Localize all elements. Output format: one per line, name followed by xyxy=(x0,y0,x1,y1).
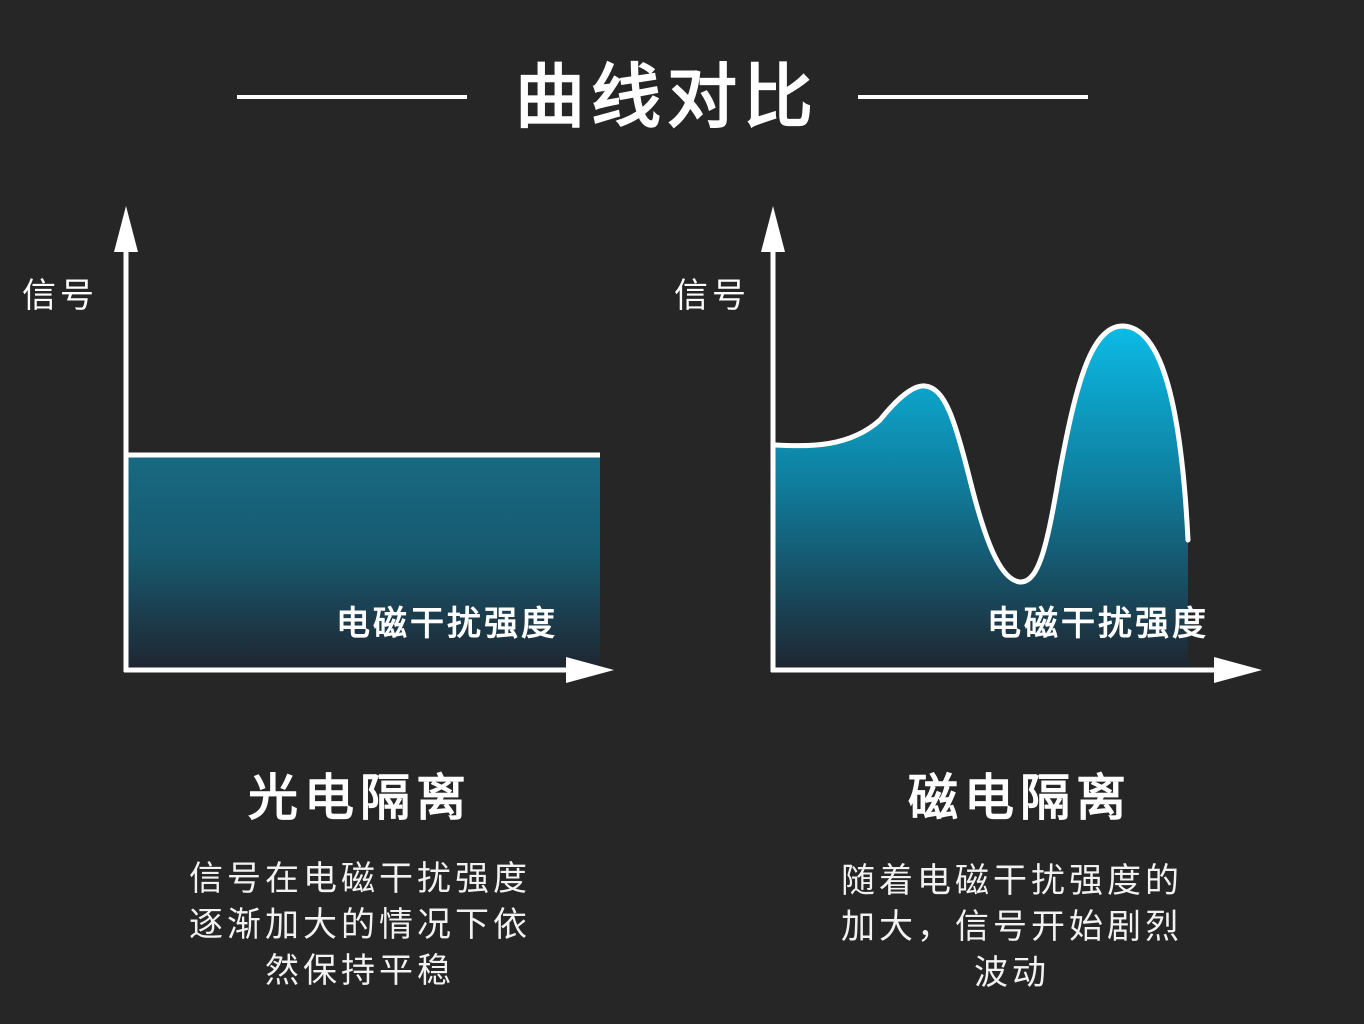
left-signal-fill xyxy=(128,455,600,670)
right-y-arrow-icon xyxy=(761,206,785,252)
left-x-arrow-icon xyxy=(566,657,614,683)
title-divider-right xyxy=(858,95,1088,99)
desc-line: 信号在电磁干扰强度 xyxy=(189,859,531,899)
title-row: 曲线对比 xyxy=(0,52,1364,142)
left-y-arrow-icon xyxy=(114,206,138,252)
desc-line: 加大，信号开始剧烈 xyxy=(841,907,1183,947)
desc-line: 然保持平稳 xyxy=(265,951,455,991)
page-title: 曲线对比 xyxy=(515,56,819,138)
right-chart xyxy=(761,206,1262,683)
left-panel-title: 光电隔离 xyxy=(248,769,472,827)
right-panel-description: 随着电磁干扰强度的 加大，信号开始剧烈 波动 xyxy=(792,858,1232,996)
title-divider-left xyxy=(237,95,467,99)
desc-line: 波动 xyxy=(974,953,1050,993)
right-x-axis-label: 电磁干扰强度 xyxy=(987,604,1209,644)
right-y-axis-label: 信号 xyxy=(674,276,750,316)
left-chart xyxy=(114,206,614,683)
right-x-arrow-icon xyxy=(1214,657,1262,683)
desc-line: 随着电磁干扰强度的 xyxy=(841,861,1183,901)
desc-line: 逐渐加大的情况下依 xyxy=(189,905,531,945)
right-panel-title: 磁电隔离 xyxy=(908,769,1132,827)
left-x-axis-label: 电磁干扰强度 xyxy=(336,604,558,644)
right-signal-fill xyxy=(775,326,1188,670)
left-panel-description: 信号在电磁干扰强度 逐渐加大的情况下依 然保持平稳 xyxy=(140,856,580,994)
left-y-axis-label: 信号 xyxy=(22,276,98,316)
right-signal-line xyxy=(772,323,1191,585)
